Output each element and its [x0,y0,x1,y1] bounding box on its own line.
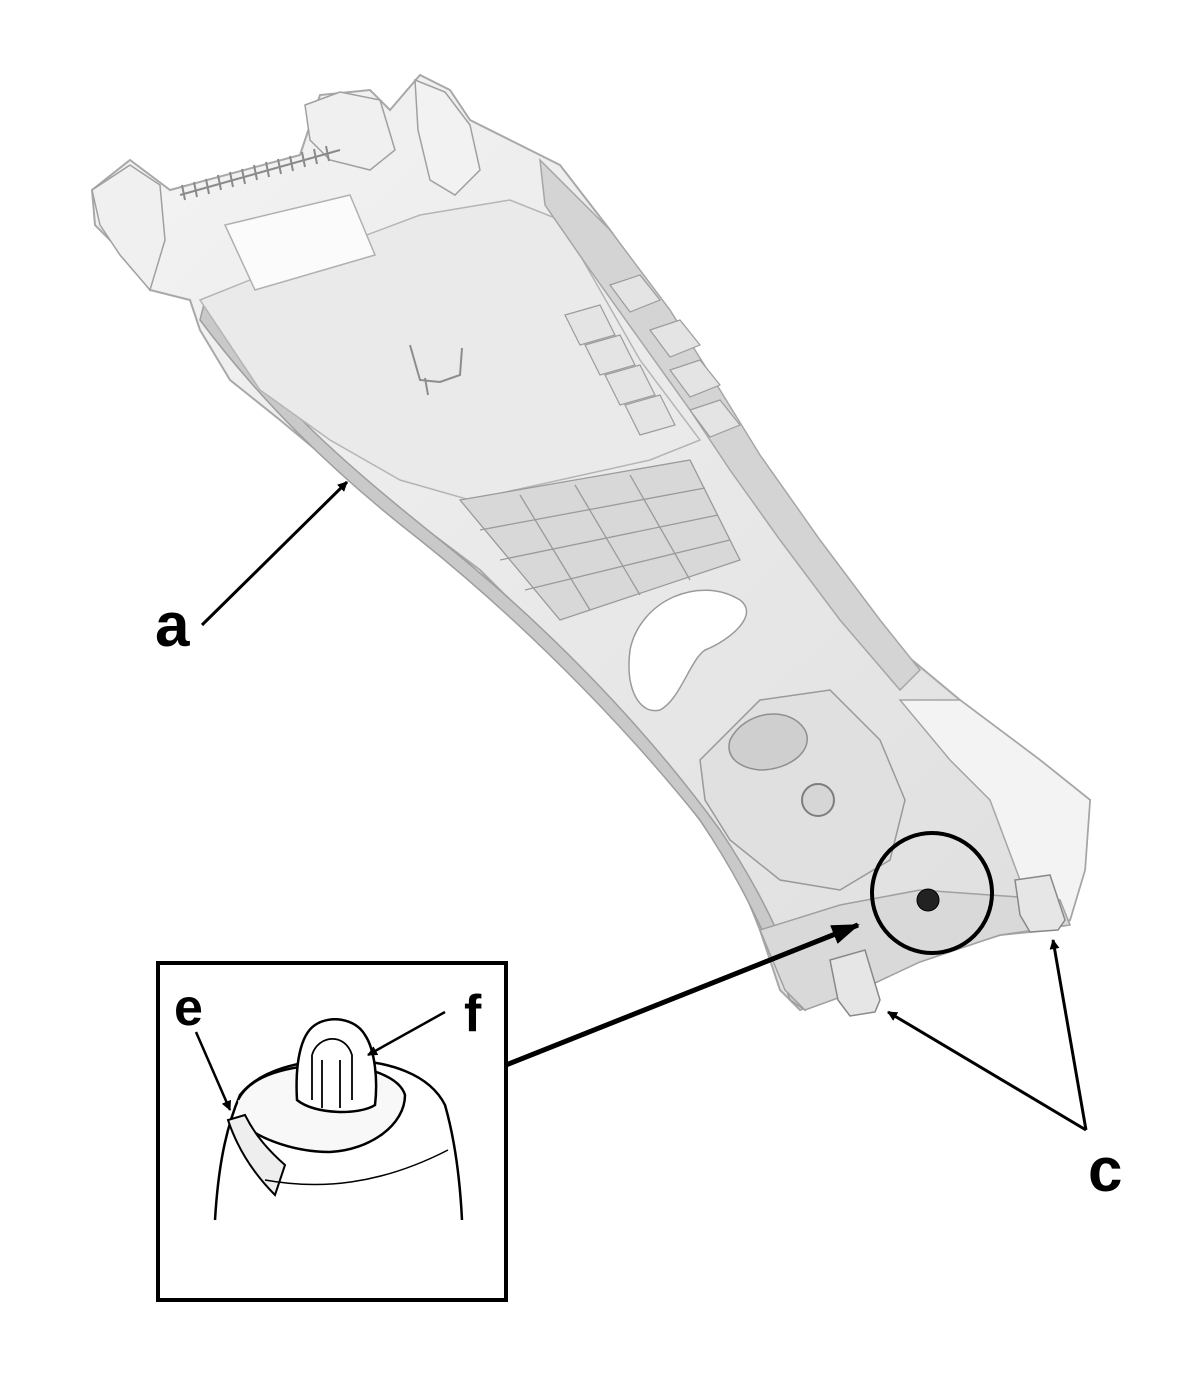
center-clip-mark [409,344,463,396]
arrow-f [367,1010,446,1057]
top-clip-far-right [414,78,481,196]
bottom-clip-right [1014,874,1066,933]
clip-pin [295,1018,378,1114]
detail-inset [156,961,508,1302]
clip-pin-slot [311,1038,353,1108]
callout-e: e [174,979,203,1037]
panel-upper-face [198,199,702,501]
leader-arrows [194,480,1088,1132]
rib-grid [458,459,741,621]
top-spring [179,145,341,201]
rib-blocks [564,274,741,438]
pillar-trim-panel [90,73,1092,1017]
top-window [223,194,377,291]
round-boss [728,713,808,771]
clip-collar-tab [226,1113,287,1197]
arrow-c-right [1049,939,1088,1131]
small-ring [801,783,835,817]
oval-cutout [628,589,748,712]
arrow-inset-to-clip [505,922,860,1068]
arrow-e [194,1031,232,1111]
detail-circle [870,831,994,955]
clip-base-contour [264,1149,449,1186]
clip-f-location [916,888,940,912]
callout-f: f [464,985,482,1043]
bottom-clip-left [829,949,881,1017]
lower-flap [898,699,1091,926]
arrow-c-left [887,1010,1087,1132]
callout-c: c [1088,1136,1123,1205]
top-clip-left [91,164,166,292]
callout-a: a [155,591,190,660]
arrow-a [200,480,349,627]
